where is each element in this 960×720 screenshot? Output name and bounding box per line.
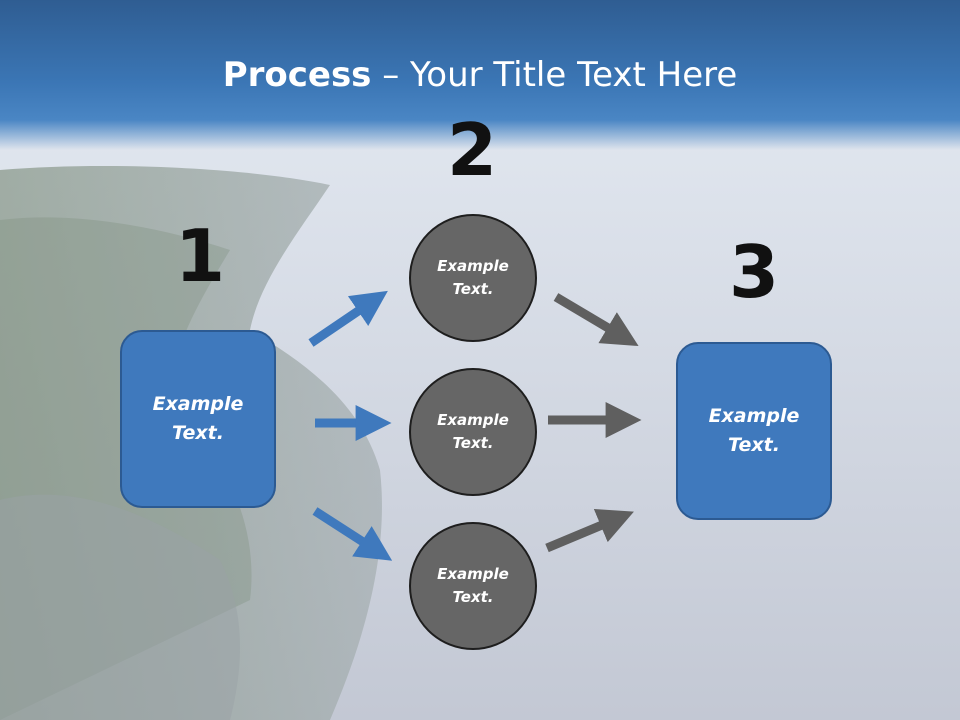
step-number-2: 2 bbox=[446, 108, 498, 192]
slide-title: Process – Your Title Text Here bbox=[0, 52, 960, 98]
process-circle-top[interactable]: Example Text. bbox=[409, 214, 537, 342]
process-circle-top-label: Example Text. bbox=[437, 257, 509, 298]
process-box-left-label: Example Text. bbox=[152, 393, 244, 444]
step-number-1: 1 bbox=[174, 214, 226, 298]
process-circle-bottom[interactable]: Example Text. bbox=[409, 522, 537, 650]
process-circle-middle[interactable]: Example Text. bbox=[409, 368, 537, 496]
process-circle-middle-label: Example Text. bbox=[437, 411, 509, 452]
process-box-left[interactable]: Example Text. bbox=[120, 330, 276, 508]
title-band bbox=[0, 0, 960, 150]
title-bold: Process bbox=[222, 55, 372, 95]
process-box-right-label: Example Text. bbox=[708, 405, 800, 456]
step-number-3: 3 bbox=[728, 230, 780, 314]
title-rest: – Your Title Text Here bbox=[371, 55, 738, 95]
process-box-right[interactable]: Example Text. bbox=[676, 342, 832, 520]
process-circle-bottom-label: Example Text. bbox=[437, 565, 509, 606]
